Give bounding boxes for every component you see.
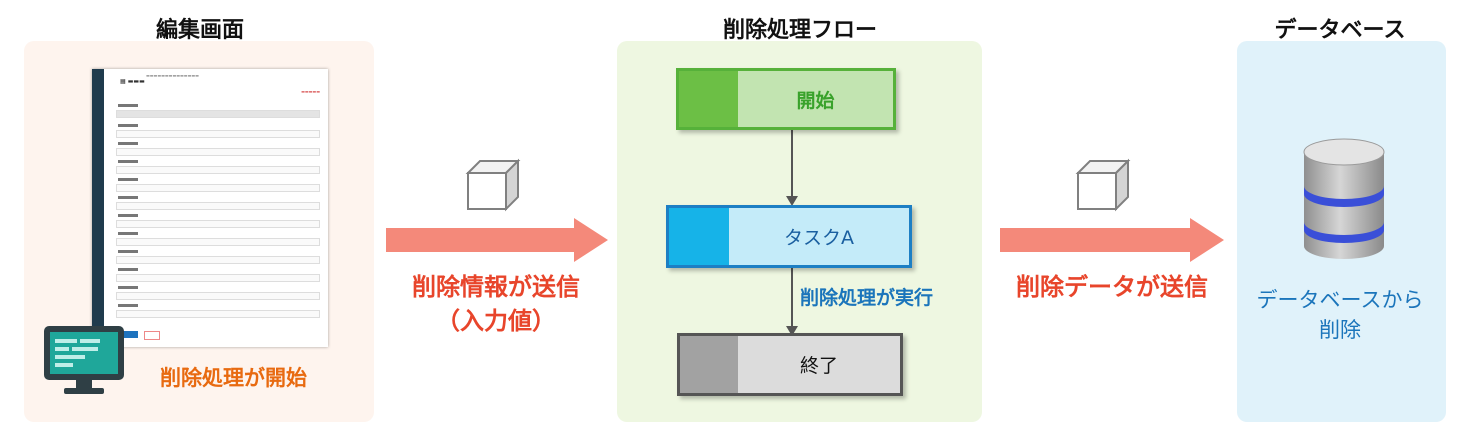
send-data-caption: 削除データが送信 xyxy=(1016,273,1208,301)
form-label xyxy=(118,304,138,307)
form-label xyxy=(118,104,138,107)
task-node-label: タスクA xyxy=(784,227,854,249)
database-caption-line2: 削除 xyxy=(1319,318,1361,342)
send-info-caption: 削除情報が送信 （入力値） xyxy=(376,270,616,338)
form-label xyxy=(118,214,138,217)
flow-start-node: 開始 xyxy=(676,68,896,130)
form-field xyxy=(116,292,320,300)
edit-form-screenshot: ▦ ▬▬▬ ▬▬▬▬▬▬▬▬▬▬▬▬▬▬ ▬▬▬▬▬ xyxy=(92,69,328,347)
form-field xyxy=(116,274,320,282)
flow-end-node: 終了 xyxy=(677,333,903,396)
database-icon xyxy=(1303,138,1385,259)
form-field xyxy=(116,238,320,246)
form-delete-button xyxy=(144,331,160,340)
task-note: 削除処理が実行 xyxy=(800,287,934,309)
send-info-line1: 削除情報が送信 xyxy=(412,273,580,301)
form-field xyxy=(116,148,320,156)
end-node-marker xyxy=(680,336,738,393)
form-field xyxy=(116,130,320,138)
form-field xyxy=(116,166,320,174)
task-node-marker xyxy=(669,208,729,265)
flow-connectors xyxy=(786,130,798,336)
start-node-label: 開始 xyxy=(796,89,835,112)
start-node-marker xyxy=(679,71,738,127)
form-label xyxy=(118,286,138,289)
form-breadcrumb: ▬▬▬▬▬▬▬▬▬▬▬▬▬▬ xyxy=(146,73,199,78)
flow-title: 削除処理フロー xyxy=(722,18,877,43)
form-field xyxy=(116,310,320,318)
cube-icon xyxy=(465,158,521,212)
form-label xyxy=(118,124,138,127)
form-header: ▦ ▬▬▬ xyxy=(120,78,145,85)
send-data-arrow xyxy=(1000,218,1224,262)
form-field xyxy=(116,220,320,228)
end-node-label: 終了 xyxy=(799,355,838,377)
form-label xyxy=(118,250,138,253)
send-info-line2: （入力値） xyxy=(436,307,556,335)
form-field xyxy=(116,184,320,192)
database-caption-line1: データベースから xyxy=(1256,288,1424,312)
form-field xyxy=(116,202,320,210)
form-label xyxy=(118,178,138,181)
form-label xyxy=(118,268,138,271)
cube-icon xyxy=(1075,158,1131,212)
app-sidebar xyxy=(92,69,104,347)
send-info-arrow xyxy=(386,218,608,262)
database-caption: データベースから 削除 xyxy=(1240,285,1440,345)
form-label xyxy=(118,142,138,145)
edit-screen-caption: 削除処理が開始 xyxy=(160,366,307,390)
database-title: データベース xyxy=(1274,18,1406,43)
form-label xyxy=(118,232,138,235)
required-note: ▬▬▬▬▬ xyxy=(301,89,320,94)
flow-task-node: タスクA xyxy=(666,205,912,268)
edit-screen-title: 編集画面 xyxy=(155,18,244,43)
form-label xyxy=(118,196,138,199)
form-label xyxy=(118,160,138,163)
form-field xyxy=(116,110,320,118)
form-save-button xyxy=(124,331,138,338)
monitor-icon xyxy=(44,326,124,394)
form-field xyxy=(116,256,320,264)
